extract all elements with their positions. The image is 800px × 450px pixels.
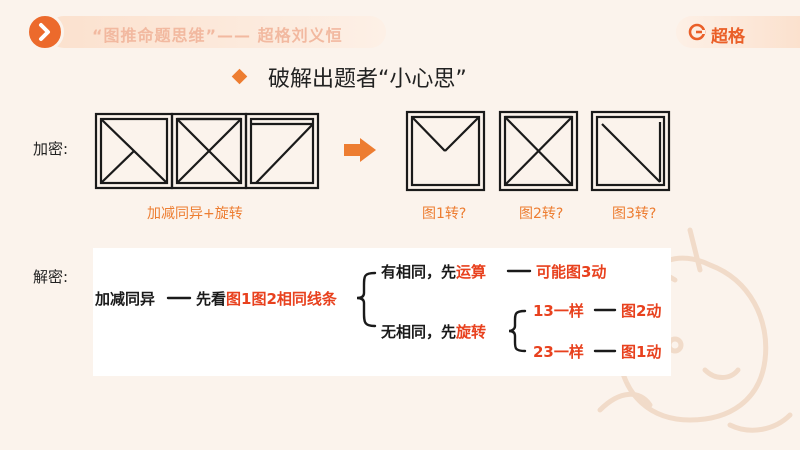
page-heading: 破解出题者“小心思” [268, 67, 467, 92]
caption-figure-2: 图2转? [519, 206, 564, 222]
figure-option-3 [590, 110, 671, 192]
figure-option-2 [498, 110, 579, 192]
next-arrow-button[interactable] [26, 13, 64, 51]
encrypt-label: 加密: [33, 140, 69, 158]
brace-main [356, 271, 377, 328]
figure-q1 [94, 112, 174, 190]
top-bar: “图推命题思维”—— 超格刘义恒 超格 [0, 0, 800, 66]
puzzle-figures [94, 110, 671, 192]
figure-option-1 [405, 110, 486, 192]
tree-sub2-result: 图1动 [621, 343, 661, 361]
brand-logo-icon [688, 23, 706, 41]
chevron-right-icon [39, 23, 50, 41]
question-figure-group [94, 112, 320, 190]
tree-step: 先看图1图2相同线条 [196, 290, 338, 308]
tree-root: 加减同异 [94, 290, 155, 308]
brace-branch2 [508, 309, 527, 353]
title-pill [48, 16, 386, 48]
decrypt-panel: 加减同异 先看图1图2相同线条 有相同，先运算 可能图3动 无相同，先旋转 13… [93, 248, 671, 376]
decrypt-label: 解密: [33, 268, 69, 286]
caption-figure-3: 图3转? [612, 206, 657, 222]
figure-q2 [170, 112, 248, 190]
figure-q3 [244, 112, 320, 190]
tree-branch2: 无相同，先旋转 [380, 323, 486, 341]
tree-sub1-result: 图2动 [621, 302, 661, 320]
tree-branch1-result: 可能图3动 [536, 263, 606, 281]
tree-sub1-label: 13一样 [533, 302, 584, 320]
right-arrow-icon [344, 138, 376, 162]
tree-branch1: 有相同，先运算 [381, 263, 486, 281]
caption-figure-1: 图1转? [422, 206, 467, 222]
brand-name: 超格 [711, 27, 745, 47]
answer-figure-group [405, 110, 671, 192]
logic-tree: 加减同异 先看图1图2相同线条 有相同，先运算 可能图3动 无相同，先旋转 13… [94, 263, 661, 361]
tree-sub2-label: 23一样 [533, 343, 584, 361]
header-title: “图推命题思维”—— 超格刘义恒 [92, 26, 343, 45]
caption-rule: 加减同异+旋转 [147, 206, 243, 222]
